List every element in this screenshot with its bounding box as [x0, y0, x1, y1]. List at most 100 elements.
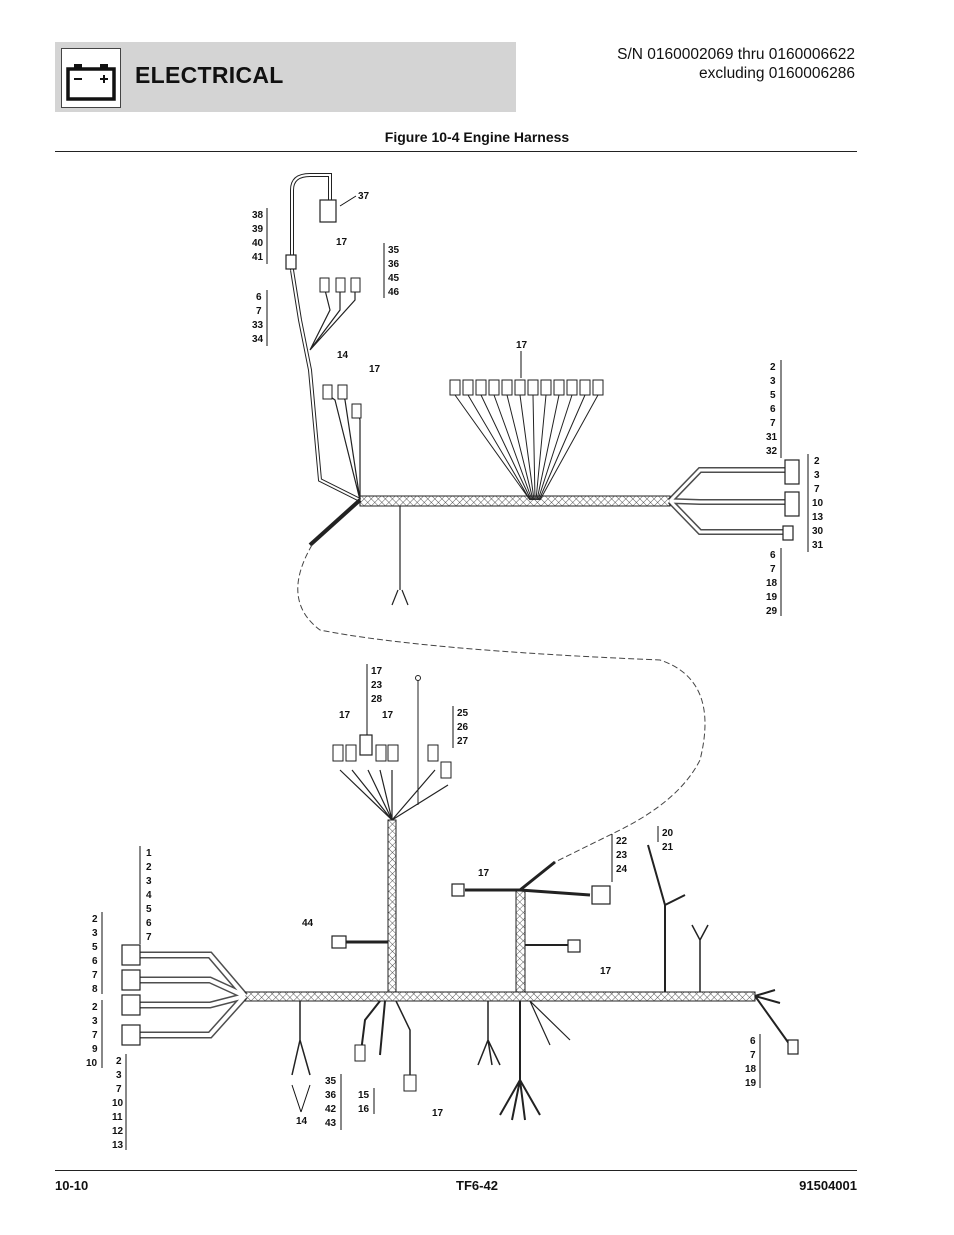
svg-text:2: 2 [770, 362, 776, 373]
connector-bank [449, 379, 604, 501]
svg-text:17: 17 [371, 666, 383, 677]
svg-text:9: 9 [92, 1044, 98, 1055]
document-number: 91504001 [799, 1178, 857, 1193]
header-rule [55, 151, 857, 152]
callout-17-top: 17 [336, 237, 348, 248]
callout-25-27: 25 26 27 [452, 706, 469, 748]
callout-20-21: 20 21 [657, 826, 674, 853]
harness-upper [285, 173, 800, 606]
dashed-continuation-line [297, 544, 706, 863]
svg-text:28: 28 [371, 694, 383, 705]
svg-text:22: 22 [616, 836, 628, 847]
svg-text:10: 10 [812, 498, 824, 509]
svg-text:6: 6 [146, 918, 152, 929]
svg-text:13: 13 [112, 1140, 124, 1151]
callout-38-41: 38 39 40 41 [252, 208, 268, 264]
svg-text:11: 11 [112, 1112, 123, 1123]
callout-17-center-right: 17 [600, 966, 612, 977]
battery-icon-frame [61, 48, 121, 108]
serial-line-2: excluding 0160006286 [699, 65, 855, 82]
svg-text:24: 24 [616, 864, 628, 875]
svg-text:10: 10 [112, 1098, 124, 1109]
svg-text:42: 42 [325, 1104, 337, 1115]
callout-14-lower: 14 [296, 1116, 308, 1127]
callout-2-31: 2 3 7 10 13 30 31 [807, 454, 824, 552]
svg-text:19: 19 [745, 1078, 757, 1089]
svg-text:31: 31 [766, 432, 778, 443]
callout-22-24: 22 23 24 [611, 834, 628, 882]
svg-text:34: 34 [252, 334, 264, 345]
callout-17-bank: 17 [516, 340, 528, 351]
svg-text:2: 2 [146, 862, 152, 873]
svg-text:6: 6 [256, 292, 262, 303]
callout-2-32: 2 3 5 6 7 31 32 [766, 360, 782, 458]
footer-rule [55, 1170, 857, 1171]
callout-35-46: 35 36 45 46 [383, 243, 400, 298]
svg-text:29: 29 [766, 606, 778, 617]
svg-text:2: 2 [92, 914, 98, 925]
svg-text:36: 36 [388, 259, 400, 270]
svg-text:3: 3 [92, 928, 98, 939]
svg-text:5: 5 [146, 904, 152, 915]
svg-text:2: 2 [116, 1056, 122, 1067]
svg-text:7: 7 [814, 484, 820, 495]
svg-text:36: 36 [325, 1090, 337, 1101]
svg-text:21: 21 [662, 842, 674, 853]
svg-text:20: 20 [662, 828, 674, 839]
svg-text:7: 7 [770, 564, 776, 575]
svg-text:6: 6 [750, 1036, 756, 1047]
callout-6-34: 6 7 33 34 [252, 290, 268, 346]
battery-icon [66, 64, 116, 101]
svg-text:6: 6 [770, 404, 776, 415]
callout-17-center: 17 [478, 868, 490, 879]
svg-text:3: 3 [814, 470, 820, 481]
svg-text:4: 4 [146, 890, 152, 901]
svg-text:6: 6 [770, 550, 776, 561]
svg-text:32: 32 [766, 446, 778, 457]
svg-text:5: 5 [770, 390, 776, 401]
svg-text:3: 3 [146, 876, 152, 887]
callout-2-13: 2 3 7 10 11 12 13 [112, 1054, 127, 1151]
callout-6-29: 6 7 18 19 29 [766, 548, 782, 617]
svg-text:7: 7 [92, 970, 98, 981]
svg-text:3: 3 [116, 1070, 122, 1081]
page-number: 10-10 [55, 1178, 89, 1193]
svg-text:18: 18 [766, 578, 778, 589]
svg-text:38: 38 [252, 210, 264, 221]
svg-text:46: 46 [388, 287, 400, 298]
callout-17-23-28: 17 23 28 [366, 664, 383, 735]
svg-text:7: 7 [256, 306, 262, 317]
callout-14-upper: 14 [337, 350, 349, 361]
svg-text:15: 15 [358, 1090, 370, 1101]
svg-text:39: 39 [252, 224, 264, 235]
svg-text:25: 25 [457, 708, 469, 719]
callout-6-19-lower: 6 7 18 19 [745, 1034, 761, 1089]
svg-text:19: 19 [766, 592, 778, 603]
svg-text:13: 13 [812, 512, 824, 523]
svg-text:7: 7 [92, 1030, 98, 1041]
callout-labels: 37 38 39 40 41 17 35 36 45 46 6 7 33 34 … [86, 191, 824, 1151]
svg-text:35: 35 [325, 1076, 337, 1087]
svg-text:35: 35 [388, 245, 400, 256]
svg-text:26: 26 [457, 722, 469, 733]
section-title: ELECTRICAL [135, 62, 284, 88]
svg-text:6: 6 [92, 956, 98, 967]
svg-text:7: 7 [116, 1084, 122, 1095]
svg-text:5: 5 [92, 942, 98, 953]
callout-15-16: 15 16 [358, 1088, 375, 1115]
svg-text:23: 23 [616, 850, 628, 861]
figure-title: Figure 10-4 Engine Harness [384, 129, 570, 145]
svg-text:16: 16 [358, 1104, 370, 1115]
callout-17-mid: 17 [382, 710, 394, 721]
svg-text:31: 31 [812, 540, 824, 551]
harness-lower [121, 675, 799, 1121]
section-header: ELECTRICAL [55, 42, 516, 112]
svg-text:3: 3 [770, 376, 776, 387]
serial-line-1: S/N 0160002069 thru 0160006622 [617, 46, 855, 63]
svg-text:1: 1 [146, 848, 152, 859]
callout-35-43: 35 36 42 43 [325, 1074, 342, 1130]
callout-17-left: 17 [339, 710, 351, 721]
svg-text:3: 3 [92, 1016, 98, 1027]
svg-text:2: 2 [814, 456, 820, 467]
